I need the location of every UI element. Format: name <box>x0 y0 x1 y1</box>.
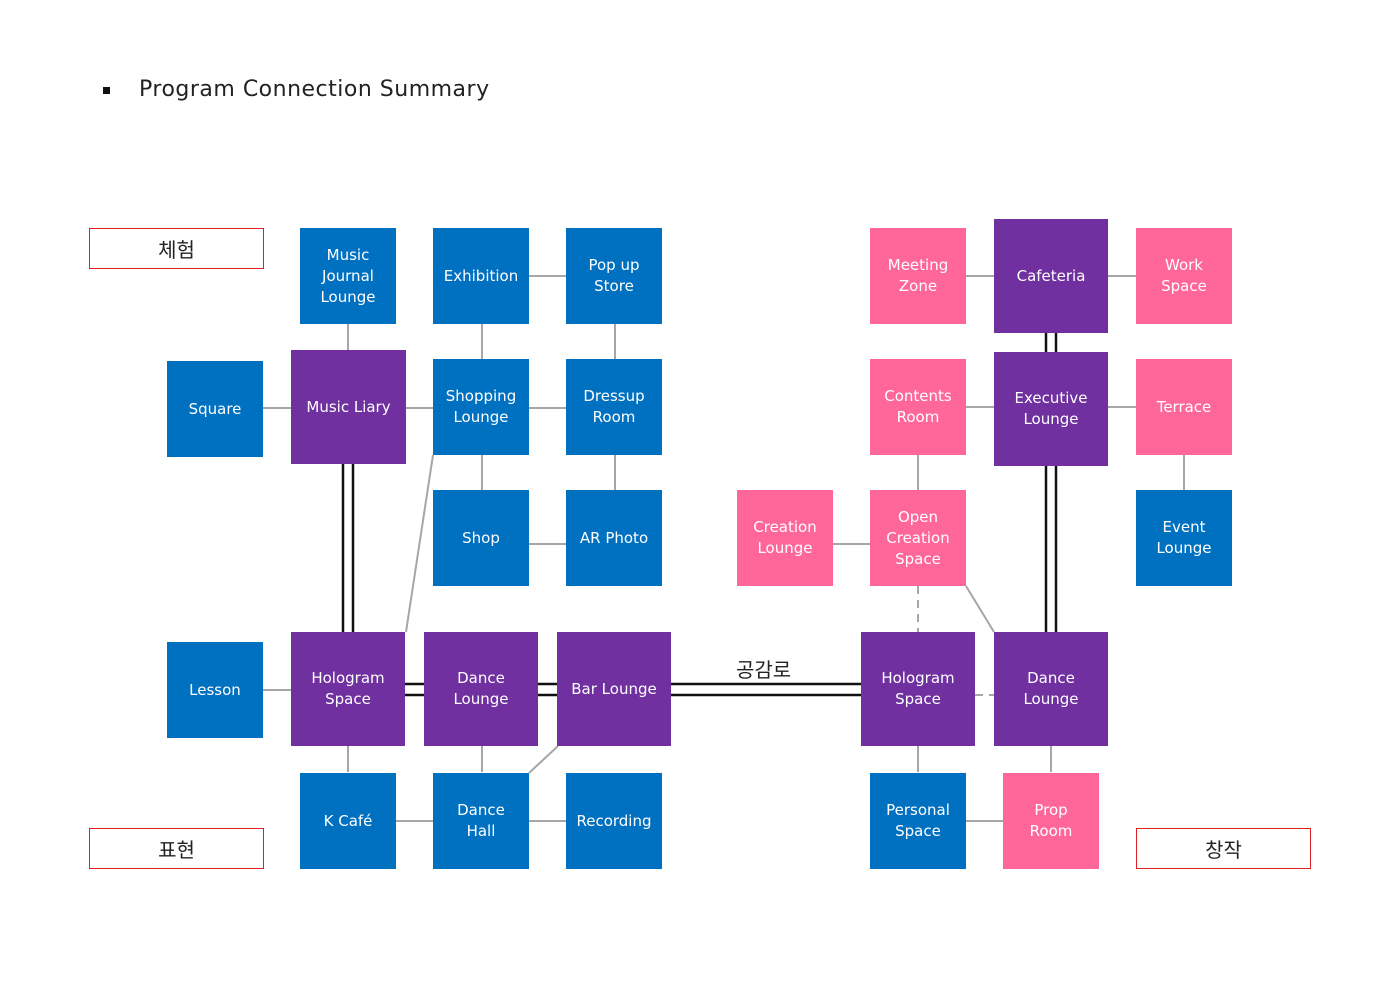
node-dance-hall[interactable]: Dance Hall <box>433 773 529 869</box>
node-dance-lounge-left[interactable]: Dance Lounge <box>424 632 538 746</box>
node-cafeteria[interactable]: Cafeteria <box>994 219 1108 333</box>
link-bar-lounge-dance-hall-diagonal <box>528 745 559 774</box>
node-square[interactable]: Square <box>167 361 263 457</box>
node-prop-room[interactable]: Prop Room <box>1003 773 1099 869</box>
node-lesson[interactable]: Lesson <box>167 642 263 738</box>
node-terrace[interactable]: Terrace <box>1136 359 1232 455</box>
node-meeting-zone[interactable]: Meeting Zone <box>870 228 966 324</box>
node-event-lounge[interactable]: Event Lounge <box>1136 490 1232 586</box>
node-exhibition[interactable]: Exhibition <box>433 228 529 324</box>
node-hologram-space-left[interactable]: Hologram Space <box>291 632 405 746</box>
node-ar-photo[interactable]: AR Photo <box>566 490 662 586</box>
zone-label-creation: 창작 <box>1136 828 1311 869</box>
node-music-journal-lounge[interactable]: Music Journal Lounge <box>300 228 396 324</box>
zone-label-expression: 표현 <box>89 828 264 869</box>
node-music-library[interactable]: Music Liary <box>291 350 406 464</box>
link-open-creation-dance-diagonal <box>965 585 995 633</box>
node-bar-lounge[interactable]: Bar Lounge <box>557 632 671 746</box>
node-creation-lounge[interactable]: Creation Lounge <box>737 490 833 586</box>
link-shopping-hologram-diagonal <box>405 454 434 633</box>
node-dressup-room[interactable]: Dressup Room <box>566 359 662 455</box>
node-shop[interactable]: Shop <box>433 490 529 586</box>
node-contents-room[interactable]: Contents Room <box>870 359 966 455</box>
zone-label-experience: 체험 <box>89 228 264 269</box>
title-bullet <box>103 87 110 94</box>
node-personal-space[interactable]: Personal Space <box>870 773 966 869</box>
node-hologram-space-right[interactable]: Hologram Space <box>861 632 975 746</box>
node-open-creation-space[interactable]: Open Creation Space <box>870 490 966 586</box>
node-pop-up-store[interactable]: Pop up Store <box>566 228 662 324</box>
node-shopping-lounge[interactable]: Shopping Lounge <box>433 359 529 455</box>
node-work-space[interactable]: Work Space <box>1136 228 1232 324</box>
node-executive-lounge[interactable]: Executive Lounge <box>994 352 1108 466</box>
page-title: Program Connection Summary <box>139 77 490 102</box>
node-k-cafe[interactable]: K Café <box>300 773 396 869</box>
node-recording[interactable]: Recording <box>566 773 662 869</box>
road-label: 공감로 <box>736 658 792 682</box>
node-dance-lounge-right[interactable]: Dance Lounge <box>994 632 1108 746</box>
